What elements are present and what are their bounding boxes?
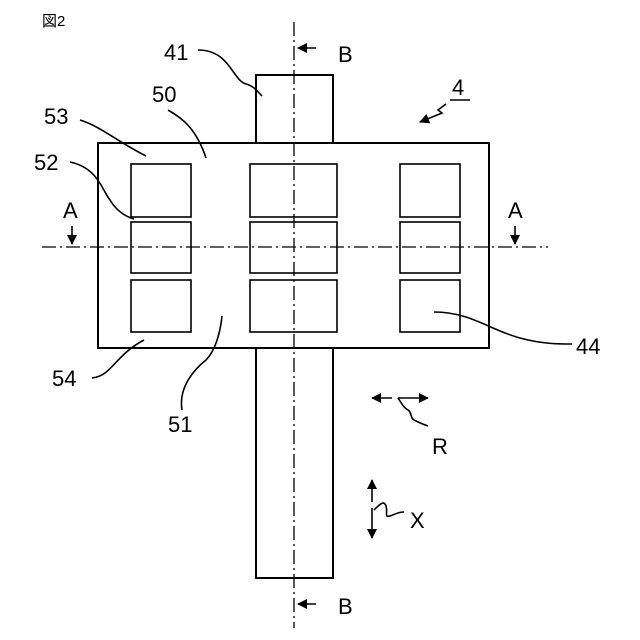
- ref-41: 41: [164, 40, 188, 65]
- ref-53: 53: [44, 104, 68, 129]
- dir-r-label: R: [432, 434, 448, 459]
- section-a-right-label: A: [508, 198, 523, 223]
- ref-4: 4: [452, 75, 464, 100]
- ref-44: 44: [576, 334, 600, 359]
- figure-caption: 図2: [42, 13, 65, 30]
- ref-51: 51: [168, 412, 192, 437]
- dir-x-leader: [374, 503, 404, 516]
- ref-52: 52: [34, 150, 58, 175]
- section-b-bottom-label: B: [338, 594, 353, 619]
- section-a-left-label: A: [63, 198, 78, 223]
- dir-x-label: X: [410, 508, 425, 533]
- ref-50: 50: [152, 82, 176, 107]
- ref-54: 54: [52, 366, 76, 391]
- leader-41: [198, 50, 262, 96]
- dir-r-leader: [398, 398, 428, 426]
- section-b-top-label: B: [338, 42, 353, 67]
- ref-4-arrow: [420, 104, 446, 122]
